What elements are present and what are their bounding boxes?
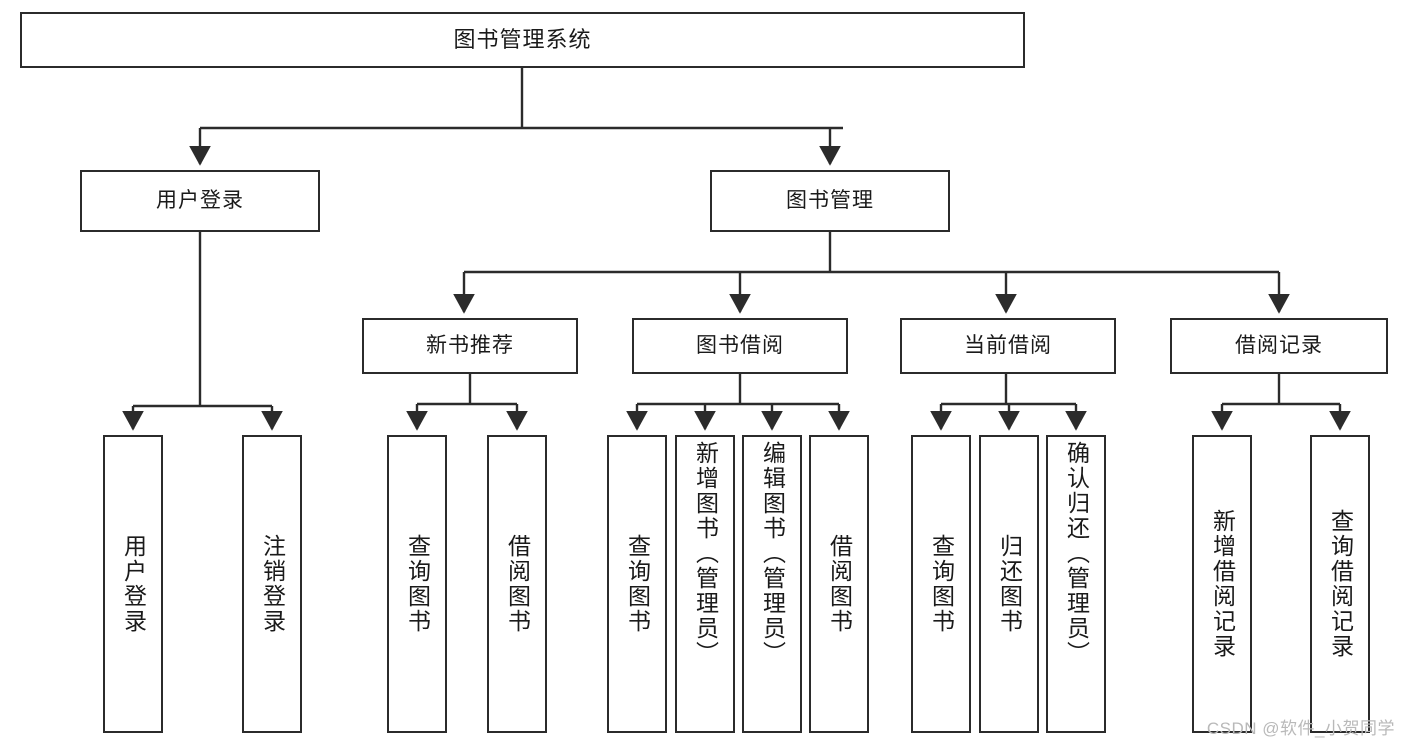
leaf-borrow-edit-book-admin[interactable]: 编辑图书（管理员） bbox=[742, 435, 802, 733]
node-user-login[interactable]: 用户登录 bbox=[80, 170, 320, 232]
node-label: 查询图书 bbox=[928, 534, 955, 634]
node-label: 图书借阅 bbox=[696, 333, 784, 357]
node-label: 当前借阅 bbox=[964, 333, 1052, 357]
node-label: 确认归还（管理员） bbox=[1063, 441, 1090, 666]
node-label: 新增图书（管理员） bbox=[692, 441, 719, 666]
watermark-text: CSDN @软件_小贺同学 bbox=[1206, 719, 1395, 738]
node-new-book-recommend[interactable]: 新书推荐 bbox=[362, 318, 578, 374]
node-label: 借阅图书 bbox=[826, 534, 853, 634]
leaf-current-query-book[interactable]: 查询图书 bbox=[911, 435, 971, 733]
node-label: 查询图书 bbox=[404, 534, 431, 634]
node-label: 借阅记录 bbox=[1235, 333, 1323, 357]
node-label: 用户登录 bbox=[120, 534, 147, 634]
leaf-new-book-borrow[interactable]: 借阅图书 bbox=[487, 435, 547, 733]
leaf-new-book-query[interactable]: 查询图书 bbox=[387, 435, 447, 733]
node-label: 图书管理系统 bbox=[453, 27, 592, 53]
node-book-management[interactable]: 图书管理 bbox=[710, 170, 950, 232]
node-label: 查询借阅记录 bbox=[1327, 509, 1354, 659]
node-label: 用户登录 bbox=[156, 188, 244, 212]
leaf-current-return-book[interactable]: 归还图书 bbox=[979, 435, 1039, 733]
leaf-current-confirm-return-admin[interactable]: 确认归还（管理员） bbox=[1046, 435, 1106, 733]
node-label: 新增借阅记录 bbox=[1209, 509, 1236, 659]
leaf-user-login-signout[interactable]: 注销登录 bbox=[242, 435, 302, 733]
node-label: 归还图书 bbox=[996, 534, 1023, 634]
node-current-borrow[interactable]: 当前借阅 bbox=[900, 318, 1116, 374]
node-label: 借阅图书 bbox=[504, 534, 531, 634]
node-label: 图书管理 bbox=[786, 188, 874, 212]
node-book-borrow[interactable]: 图书借阅 bbox=[632, 318, 848, 374]
node-label: 编辑图书（管理员） bbox=[759, 441, 786, 666]
node-label: 查询图书 bbox=[624, 534, 651, 634]
node-root-system[interactable]: 图书管理系统 bbox=[20, 12, 1025, 68]
leaf-user-login-signin[interactable]: 用户登录 bbox=[103, 435, 163, 733]
leaf-borrow-query-book[interactable]: 查询图书 bbox=[607, 435, 667, 733]
leaf-records-add-record[interactable]: 新增借阅记录 bbox=[1192, 435, 1252, 733]
leaf-borrow-borrow-book[interactable]: 借阅图书 bbox=[809, 435, 869, 733]
node-borrow-records[interactable]: 借阅记录 bbox=[1170, 318, 1388, 374]
leaf-borrow-add-book-admin[interactable]: 新增图书（管理员） bbox=[675, 435, 735, 733]
leaf-records-query-record[interactable]: 查询借阅记录 bbox=[1310, 435, 1370, 733]
node-label: 注销登录 bbox=[259, 534, 286, 634]
node-label: 新书推荐 bbox=[426, 333, 514, 357]
